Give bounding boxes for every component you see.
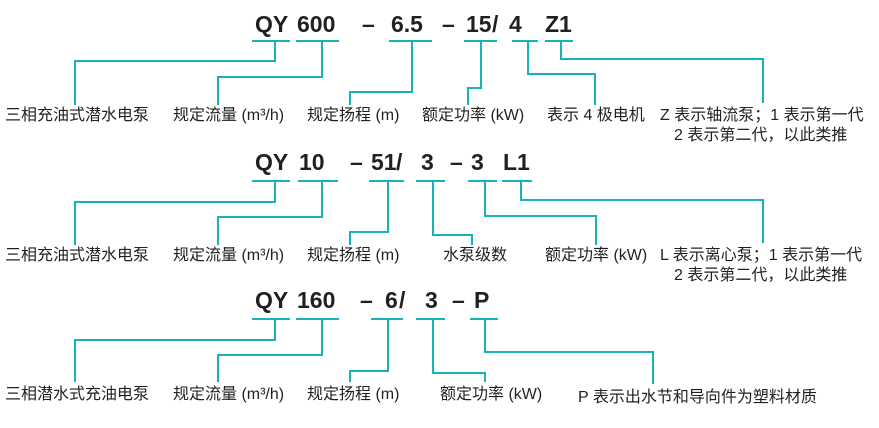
r3-label-material: P 表示出水节和导向件为塑料材质	[578, 389, 817, 406]
r1-label-series-line2: 2 表示第二代，以此类推	[674, 127, 848, 144]
row2-connectors	[74, 181, 764, 245]
r2-seg-prefix: QY	[255, 149, 289, 175]
r3-seg-material: P	[474, 287, 490, 313]
r2-label-stages: 水泵级数	[443, 247, 508, 264]
connector-flow	[217, 41, 323, 105]
r2-seg-dash1: –	[350, 149, 363, 175]
r1-seg-poles: 4	[509, 11, 522, 37]
connector-power	[467, 41, 482, 105]
r1-label-flow: 规定流量 (m³/h)	[173, 107, 285, 124]
connector-flow	[217, 319, 323, 382]
r3-seg-head: 6	[385, 287, 398, 313]
r3-seg-slash: /	[399, 287, 406, 313]
r3-label-head: 规定扬程 (m)	[307, 386, 400, 403]
r1-seg-head: 6.5	[391, 11, 423, 37]
connector-prefix	[74, 41, 276, 105]
r2-label-head: 规定扬程 (m)	[307, 247, 400, 264]
r1-label-pump-type: 三相充油式潜水电泵	[5, 107, 150, 124]
r2-seg-slash: /	[396, 149, 403, 175]
r3-label-power: 额定功率 (kW)	[440, 386, 543, 403]
r1-seg-series: Z1	[545, 11, 572, 37]
connector-power	[484, 181, 597, 245]
r1-seg-dash1: –	[362, 11, 375, 37]
r2-label-series-line2: 2 表示第二代，以此类推	[674, 267, 848, 284]
connector-poles	[527, 41, 596, 105]
connector-power	[432, 319, 486, 382]
r2-label-pump-type: 三相充油式潜水电泵	[5, 247, 150, 264]
connector-head	[349, 41, 413, 105]
connector-head	[349, 181, 389, 245]
r3-seg-power: 3	[425, 287, 438, 313]
connector-prefix	[74, 319, 276, 382]
r3-seg-dash1: –	[360, 287, 373, 313]
r1-label-series-line1: Z 表示轴流泵；1 表示第一代	[660, 107, 864, 124]
r2-seg-series: L1	[503, 149, 530, 175]
r3-seg-prefix: QY	[255, 287, 289, 313]
r1-label-power: 额定功率 (kW)	[422, 107, 525, 124]
r1-seg-prefix: QY	[255, 11, 289, 37]
connector-stages	[432, 181, 473, 245]
r3-label-pump-type: 三相潜水式充油电泵	[5, 386, 150, 403]
connector-series	[560, 41, 764, 103]
r1-seg-dash2: –	[442, 11, 455, 37]
r1-seg-power: 15	[466, 11, 492, 37]
r2-label-series-line1: L 表示离心泵；1 表示第一代	[660, 247, 863, 264]
r1-label-poles: 表示 4 极电机	[547, 107, 645, 124]
r2-seg-stages: 3	[421, 149, 434, 175]
r2-seg-flow: 10	[299, 149, 325, 175]
r3-seg-flow: 160	[297, 287, 336, 313]
connector-series	[520, 181, 764, 243]
r2-label-flow: 规定流量 (m³/h)	[173, 247, 285, 264]
row3-connectors	[74, 319, 654, 384]
r2-label-power: 额定功率 (kW)	[545, 247, 648, 264]
r1-seg-flow: 600	[297, 11, 336, 37]
r1-seg-slash: /	[492, 11, 499, 37]
connector-material	[484, 319, 654, 384]
r2-seg-dash2: –	[450, 149, 463, 175]
connector-prefix	[74, 181, 276, 245]
r1-label-head: 规定扬程 (m)	[307, 107, 400, 124]
connector-head	[349, 319, 389, 382]
r3-seg-dash2: –	[452, 287, 465, 313]
r2-seg-power: 3	[471, 149, 484, 175]
row1-connectors	[74, 41, 764, 105]
connector-flow	[217, 181, 323, 245]
r3-label-flow: 规定流量 (m³/h)	[173, 386, 285, 403]
r2-seg-head: 51	[371, 149, 397, 175]
